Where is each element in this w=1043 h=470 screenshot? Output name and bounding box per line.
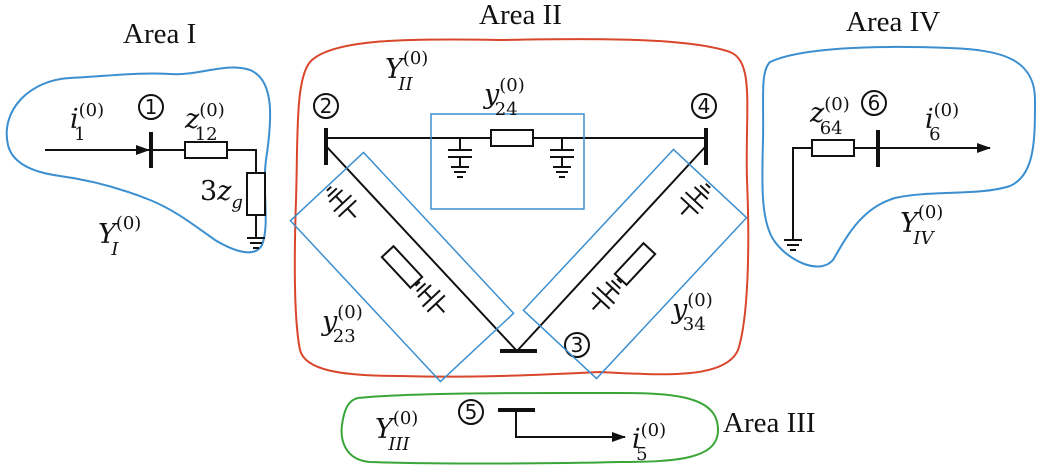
ground-icon	[783, 229, 803, 251]
pi-block-y24	[430, 113, 585, 210]
pi-block-y23	[289, 151, 515, 383]
area-iv-boundary	[761, 45, 1037, 268]
label-3zg: 3zg	[200, 176, 243, 213]
node-3-label: 3	[564, 332, 590, 358]
label-YIV: Y(0)IV	[900, 202, 943, 249]
area-ii-title: Area II	[479, 0, 562, 31]
current-i5-arrow	[515, 410, 626, 442]
line-2-3	[325, 145, 518, 352]
admittance-y24	[490, 129, 534, 147]
label-z64: z(0)64	[809, 94, 850, 139]
node-4-label: 4	[691, 93, 717, 119]
area-ii-boundary	[293, 38, 750, 378]
svg-text:3: 3	[571, 333, 584, 357]
area-iv-title: Area IV	[846, 6, 940, 38]
svg-text:1: 1	[145, 95, 158, 119]
svg-text:5: 5	[465, 400, 478, 424]
wire-z64-ground	[792, 147, 812, 230]
node-6-label: 6	[861, 90, 887, 116]
svg-text:6: 6	[868, 91, 881, 115]
svg-text:2: 2	[320, 94, 333, 118]
label-i5: i(0)5	[632, 420, 666, 465]
label-z12: z(0)12	[184, 100, 225, 145]
impedance-z64	[811, 139, 855, 157]
node-2-label: 2	[313, 93, 339, 119]
label-YI: Y(0)I	[98, 213, 141, 260]
label-YIII: Y(0)III	[375, 408, 418, 455]
area-i-title: Area I	[123, 18, 196, 50]
area-iii-boundary	[340, 391, 720, 465]
label-YII: Y(0)II	[385, 48, 428, 95]
impedance-3zg	[246, 172, 266, 216]
label-y24: y(0)24	[483, 75, 525, 120]
pi-block-y34	[522, 148, 748, 380]
shunt-capacitor-icon	[447, 137, 473, 178]
wire-z12-zg	[227, 149, 257, 173]
line-3-4	[516, 145, 707, 352]
label-i6: i(0)6	[925, 100, 959, 145]
label-y23: y(0)23	[321, 302, 363, 347]
svg-text:4: 4	[698, 94, 711, 118]
label-y34: y(0)34	[671, 290, 713, 335]
label-i1: i(0)1	[70, 100, 104, 145]
shunt-capacitor-icon	[549, 137, 575, 178]
area-iii-title: Area III	[723, 407, 816, 439]
node-5-label: 5	[458, 399, 484, 425]
node-1-label: 1	[138, 94, 164, 120]
